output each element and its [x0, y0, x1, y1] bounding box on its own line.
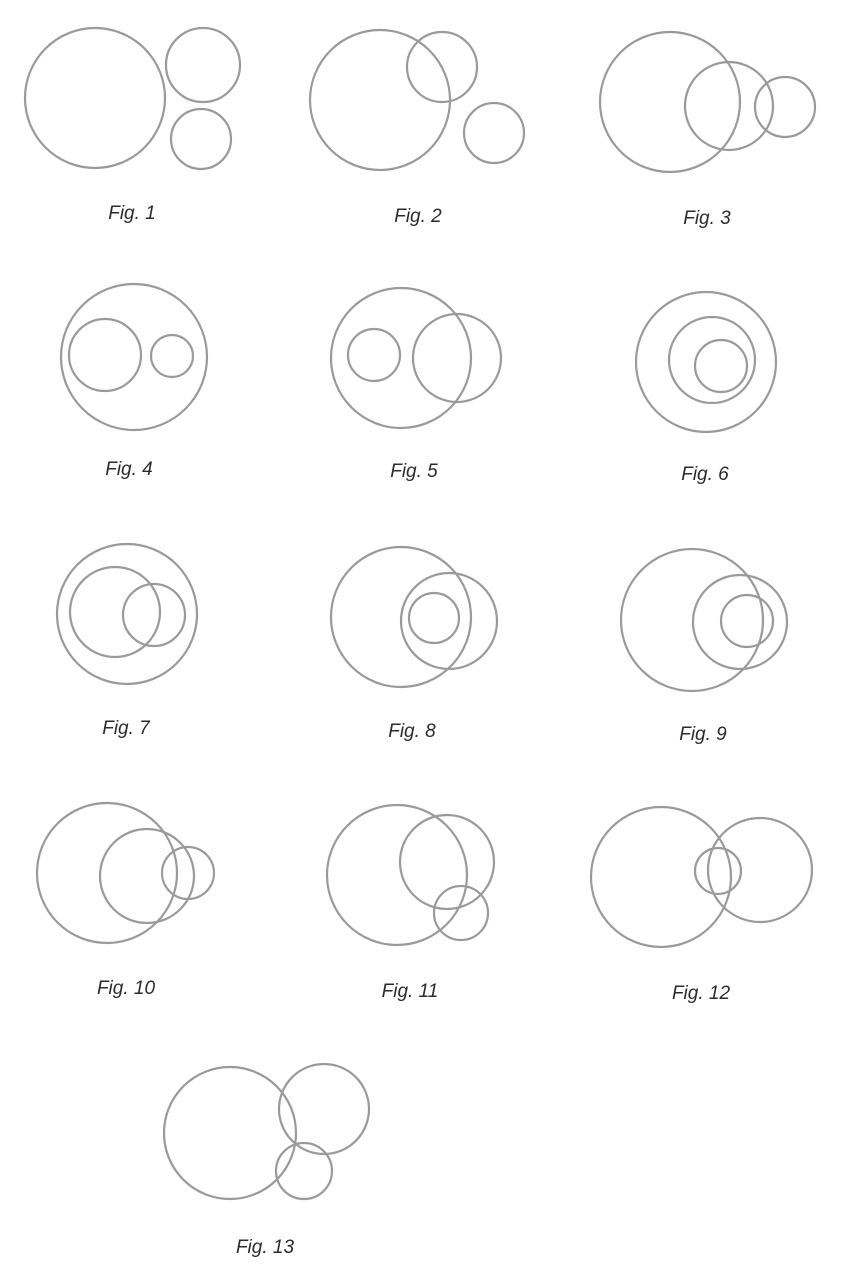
figure-caption: Fig. 1	[108, 203, 156, 224]
circle-small	[169, 107, 233, 171]
circle-large	[589, 805, 733, 949]
figure-caption: Fig. 6	[681, 464, 729, 485]
circle-large	[329, 286, 473, 430]
circle-medium	[399, 571, 499, 671]
figure-caption: Fig. 3	[683, 208, 731, 229]
circle-small	[462, 101, 526, 165]
circle-medium	[68, 565, 162, 659]
figure-13: Fig. 13	[162, 1062, 371, 1258]
circle-large	[329, 545, 473, 689]
circle-medium	[411, 312, 503, 404]
figure-2: Fig. 2	[308, 28, 526, 227]
figure-6: Fig. 6	[634, 290, 778, 485]
figure-caption: Fig. 8	[388, 721, 436, 742]
circle-large	[619, 547, 765, 693]
circle-large	[23, 26, 167, 170]
figure-caption: Fig. 10	[97, 978, 156, 999]
figure-3: Fig. 3	[598, 30, 817, 229]
circle-medium	[691, 573, 789, 671]
figure-caption: Fig. 7	[102, 718, 151, 739]
circle-medium	[67, 317, 143, 393]
circle-small	[693, 846, 743, 896]
figure-caption: Fig. 2	[394, 206, 442, 227]
circle-small	[346, 327, 402, 383]
circle-medium	[398, 813, 496, 911]
circle-medium	[706, 816, 814, 924]
circle-large	[634, 290, 778, 434]
circle-small	[719, 593, 775, 649]
circle-large	[325, 803, 469, 947]
figure-4: Fig. 4	[59, 282, 209, 480]
figure-caption: Fig. 9	[679, 724, 727, 745]
figure-7: Fig. 7	[55, 542, 199, 739]
circle-small	[693, 338, 749, 394]
circle-medium	[277, 1062, 371, 1156]
circle-medium	[98, 827, 196, 925]
circle-medium	[683, 60, 775, 152]
figure-caption: Fig. 5	[390, 461, 438, 482]
circle-large	[55, 542, 199, 686]
circle-large	[598, 30, 742, 174]
figure-10: Fig. 10	[35, 801, 216, 999]
figure-9: Fig. 9	[619, 547, 789, 745]
figure-caption: Fig. 11	[382, 981, 439, 1002]
circle-small	[274, 1141, 334, 1201]
figure-5: Fig. 5	[329, 286, 503, 482]
circle-small	[407, 591, 461, 645]
circle-small	[160, 845, 216, 901]
circle-large	[35, 801, 179, 945]
circle-small	[753, 75, 817, 139]
circle-medium	[405, 30, 479, 104]
circle-large	[59, 282, 209, 432]
figure-caption: Fig. 4	[105, 459, 153, 480]
figure-caption: Fig. 12	[672, 983, 731, 1004]
circle-large	[162, 1065, 298, 1201]
figure-8: Fig. 8	[329, 545, 499, 742]
figure-1: Fig. 1	[23, 26, 242, 224]
figure-caption: Fig. 13	[236, 1237, 295, 1258]
circle-large	[308, 28, 452, 172]
figure-12: Fig. 12	[589, 805, 814, 1004]
figure-11: Fig. 11	[325, 803, 496, 1002]
circle-small	[432, 884, 490, 942]
circle-small	[121, 582, 187, 648]
circle-medium	[667, 315, 757, 405]
circle-medium	[164, 26, 242, 104]
circle-small	[149, 333, 195, 379]
